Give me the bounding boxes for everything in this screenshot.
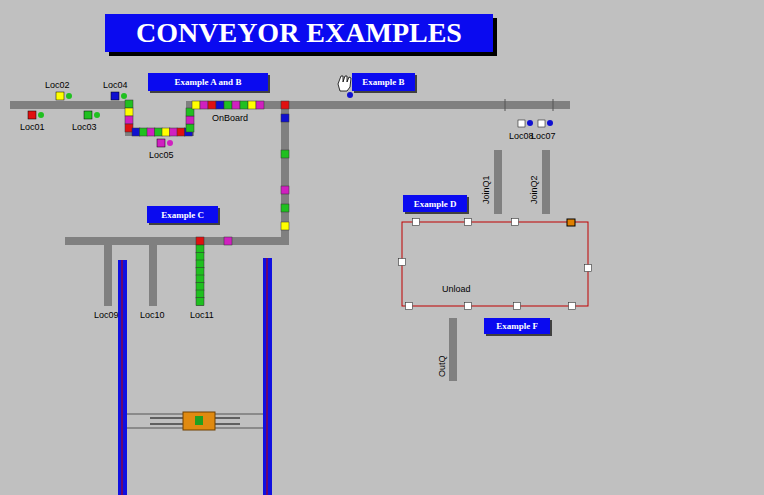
- out-conveyor: [449, 318, 457, 381]
- conveyor-item: [196, 260, 204, 268]
- loop-station: [399, 259, 406, 266]
- location-label: Loc09: [94, 310, 119, 321]
- rail-center: [122, 258, 267, 495]
- example-button: Example F: [484, 318, 550, 334]
- conveyor-item: [125, 108, 133, 116]
- location-label: Loc11: [190, 310, 214, 321]
- button-label: Example C: [161, 210, 204, 220]
- example-button: Example C: [147, 206, 218, 223]
- conveyor-item: [224, 237, 232, 245]
- conveyor-item: [140, 128, 148, 136]
- title-box: CONVEYOR EXAMPLES: [105, 14, 493, 52]
- location-label: Loc04: [103, 80, 128, 91]
- conveyor-item: [216, 101, 224, 109]
- conveyor-item: [196, 298, 204, 306]
- loop-stations: [399, 219, 592, 310]
- join-conveyors: [498, 150, 546, 214]
- loop-station: [514, 303, 521, 310]
- hand-cursor: [338, 76, 353, 98]
- location-label: Loc01: [20, 122, 45, 133]
- location-label: OnBoard: [212, 113, 248, 124]
- button-label: Example A and B: [175, 77, 242, 87]
- main-conveyor: [10, 105, 570, 132]
- conveyor-item: [125, 100, 133, 108]
- loop-item: [567, 219, 575, 226]
- trolley: [183, 412, 215, 430]
- conveyor-item: [170, 128, 178, 136]
- button-label: Example B: [362, 77, 404, 87]
- conveyor-item: [281, 114, 289, 122]
- queue-label: JoinQ1: [481, 175, 492, 204]
- conveyor-item: [196, 253, 204, 261]
- tick-marks: [505, 99, 553, 111]
- location-label: Loc08: [509, 131, 534, 142]
- loop-station: [465, 303, 472, 310]
- conveyor-item: [200, 101, 208, 109]
- conveyor-item: [281, 186, 289, 194]
- conveyor-items: [125, 100, 289, 306]
- conveyor-item: [155, 128, 163, 136]
- conveyor-item: [196, 245, 204, 253]
- location-label: Loc05: [149, 150, 174, 161]
- conveyor-item: [248, 101, 256, 109]
- conveyor-item: [281, 101, 289, 109]
- example-button: Example D: [403, 195, 467, 212]
- trolley-load: [195, 416, 203, 425]
- conveyor-item: [281, 204, 289, 212]
- conveyor-item: [192, 101, 200, 109]
- crane: [118, 258, 272, 495]
- conveyor-item: [232, 101, 240, 109]
- conveyor-item: [196, 268, 204, 276]
- location-markers: [28, 92, 553, 147]
- location-label: Loc03: [72, 122, 97, 133]
- conveyor-item: [147, 128, 155, 136]
- location-label: Unload: [442, 284, 471, 295]
- conveyor-item: [256, 101, 264, 109]
- conveyor-item: [196, 275, 204, 283]
- queue-label: JoinQ2: [529, 175, 540, 204]
- queue-label: OutQ: [437, 355, 448, 377]
- conveyor-item: [125, 116, 133, 124]
- example-button: Example A and B: [148, 73, 268, 91]
- conveyor-item: [186, 116, 194, 124]
- example-button: Example B: [352, 73, 415, 91]
- button-label: Example F: [496, 321, 538, 331]
- conveyor-item: [240, 101, 248, 109]
- conveyor-item: [224, 101, 232, 109]
- conveyor-item: [196, 237, 204, 245]
- loop-station: [585, 265, 592, 272]
- location-label: Loc10: [140, 310, 165, 321]
- location-label: Loc02: [45, 80, 70, 91]
- conveyor-item: [281, 222, 289, 230]
- conveyor-item: [196, 283, 204, 291]
- loop-station: [406, 303, 413, 310]
- conveyor-item: [186, 124, 194, 132]
- button-label: Example D: [414, 199, 457, 209]
- conveyor-item: [281, 150, 289, 158]
- conveyor-lines: [10, 105, 570, 381]
- location-label: Loc07: [531, 131, 556, 142]
- loop-station: [413, 219, 420, 226]
- feed-conveyor: [65, 105, 285, 241]
- conveyor-item: [132, 128, 140, 136]
- conveyor-item: [208, 101, 216, 109]
- loop-station: [465, 219, 472, 226]
- loop-station: [512, 219, 519, 226]
- title-text: CONVEYOR EXAMPLES: [136, 17, 462, 49]
- loop-conveyor: [402, 222, 588, 306]
- conveyor-item: [196, 290, 204, 298]
- loop-station: [569, 303, 576, 310]
- conveyor-item: [177, 128, 185, 136]
- conveyor-item: [162, 128, 170, 136]
